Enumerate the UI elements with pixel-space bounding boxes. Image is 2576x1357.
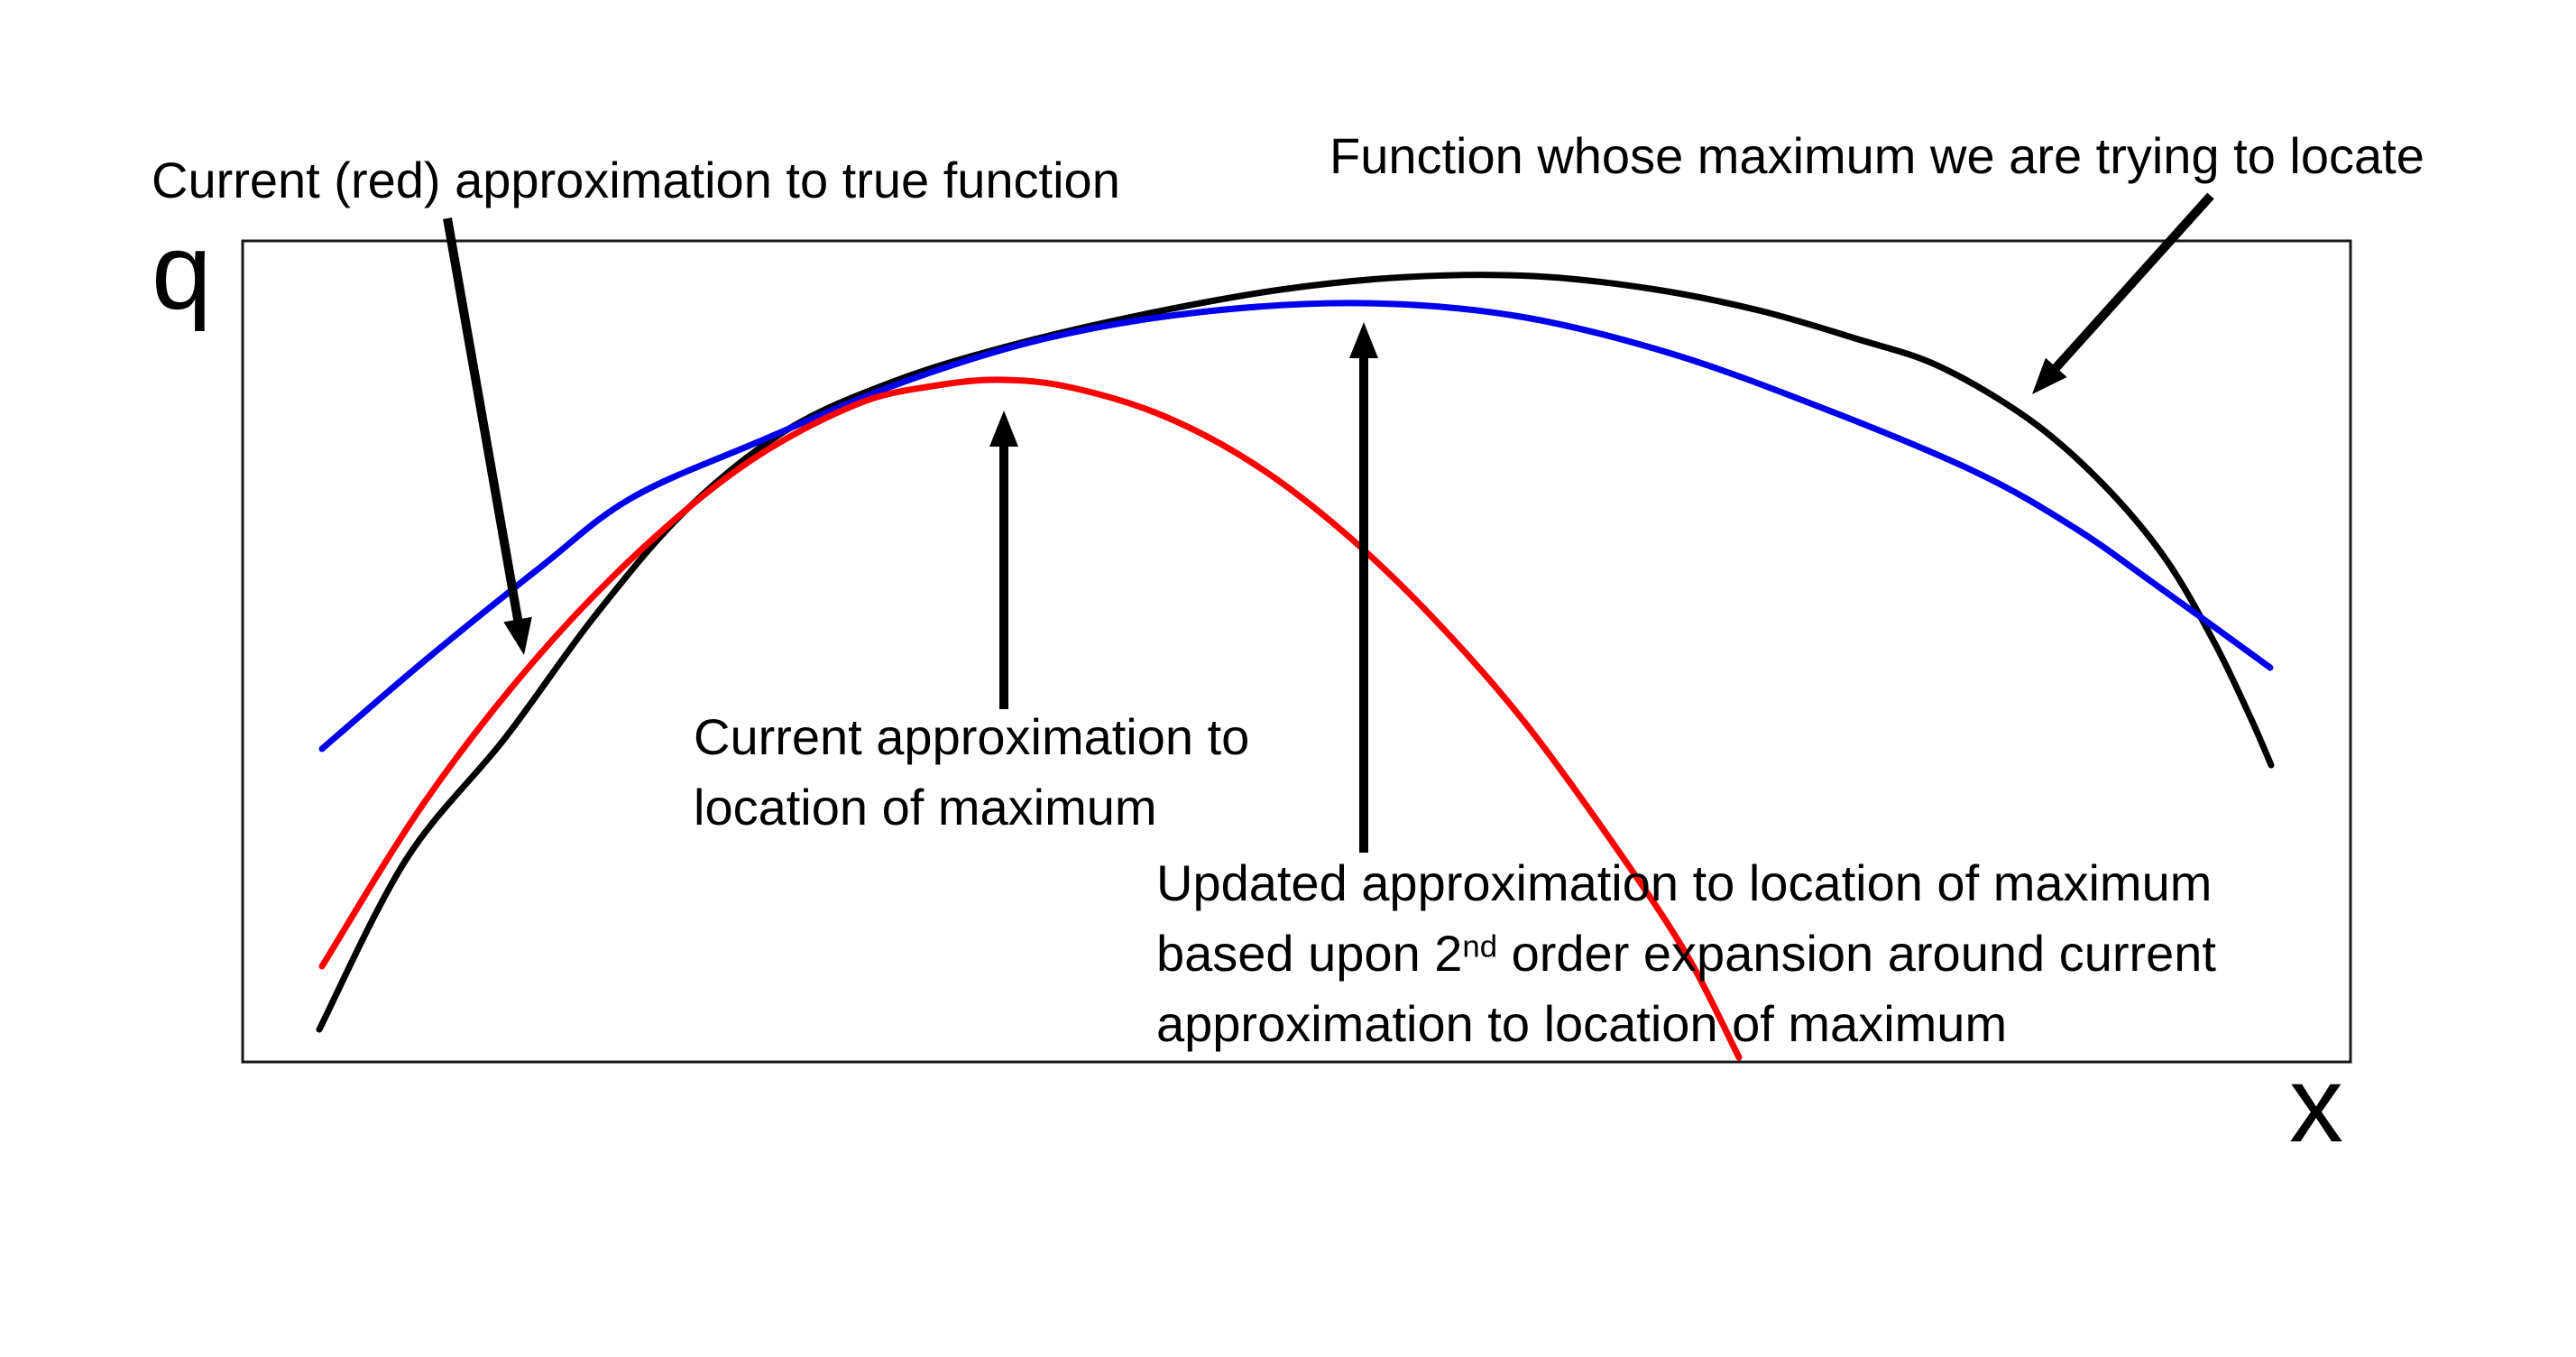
annotation-line: approximation to location of maximum bbox=[1156, 995, 2008, 1052]
x-axis-label: x bbox=[2289, 1044, 2343, 1165]
arrow-true-function-head bbox=[2032, 357, 2067, 394]
annotation-line: location of maximum bbox=[694, 779, 1157, 835]
superscript-nd: nd bbox=[1462, 929, 1498, 965]
arrow-updated-location-head bbox=[1349, 322, 1378, 358]
annotation-line: Updated approximation to location of max… bbox=[1156, 854, 2213, 911]
arrow-true-function-shaft bbox=[2050, 192, 2214, 374]
plot-box bbox=[241, 239, 2352, 1064]
arrow-red-approximation-shaft bbox=[443, 217, 523, 624]
annotation-line-segment: based upon 2 bbox=[1156, 925, 1463, 982]
annotation-line: Current approximation to bbox=[694, 708, 1250, 765]
curve-updated-expansion bbox=[318, 300, 2274, 752]
arrow-red-approximation-head bbox=[503, 616, 532, 655]
y-axis-label: q bbox=[152, 211, 212, 332]
annotation-true-function: Function whose maximum we are trying to … bbox=[1329, 127, 2424, 184]
curve-current-approximation bbox=[318, 376, 1743, 1061]
annotation-current-location: Current approximation to location of max… bbox=[694, 702, 1249, 843]
arrow-current-location-head bbox=[989, 411, 1018, 447]
annotation-line: based upon 2nd order expansion around cu… bbox=[1156, 919, 2216, 989]
annotation-updated-location: Updated approximation to location of max… bbox=[1156, 848, 2216, 1059]
curve-true-function bbox=[316, 272, 2275, 1033]
annotation-line-segment: order expansion around current bbox=[1497, 925, 2216, 982]
annotation-red-approximation: Current (red) approximation to true func… bbox=[152, 152, 1120, 208]
